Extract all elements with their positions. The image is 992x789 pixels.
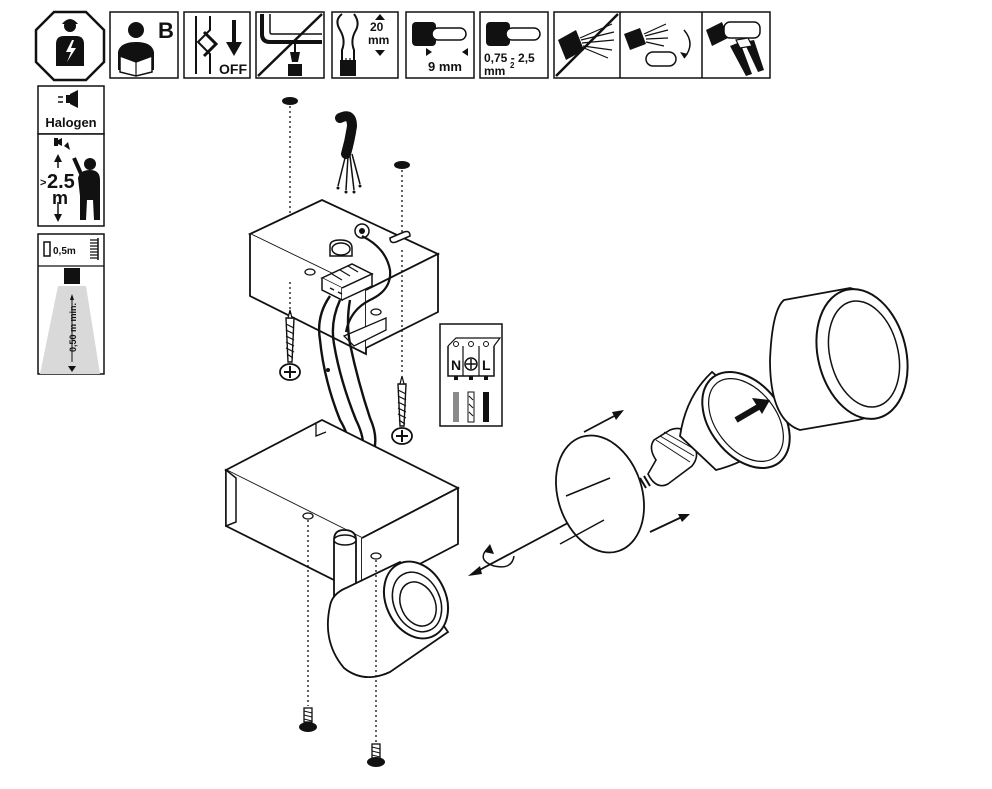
terminal-neutral-label: N [451, 357, 461, 373]
wire-section-exponent: 2 [510, 61, 515, 70]
mount-height-value: 2.5 [47, 171, 75, 193]
supply-cable [335, 111, 362, 194]
terminal-block [320, 263, 374, 302]
read-manual-icon: B [109, 11, 179, 79]
halogen-lamp-icon: Halogen [37, 85, 105, 135]
mount-height-unit: m [52, 188, 68, 208]
wire-section-unit: mm [484, 64, 505, 78]
min-distance-top-label: 0,5m [53, 246, 76, 257]
lamp-cover-ring [769, 287, 909, 431]
strip-length-top-unit: mm [368, 33, 389, 47]
ceiling-fixing-points [282, 97, 410, 242]
front-ring [555, 434, 645, 554]
direction-arrows [583, 410, 690, 533]
spotlight-head [327, 529, 450, 678]
terminal-live-label: L [482, 357, 491, 373]
terminal-detail-inset: N L [439, 323, 503, 427]
internal-wiring [317, 235, 392, 457]
earth-screw [354, 223, 370, 239]
wire-cross-section-icon: 0,75 - 2,5 mm 2 [479, 11, 549, 79]
min-distance-label: 0,50 m min. [68, 303, 78, 352]
ceiling-screw-right [391, 375, 413, 445]
lamp-base-box [224, 418, 460, 596]
wire-section-value: 0,75 - 2,5 [484, 51, 535, 65]
power-off-label: OFF [219, 61, 247, 77]
power-off-icon: OFF [183, 11, 251, 79]
lamp-type-label: Halogen [45, 115, 96, 130]
strip-length-top-value: 20 [370, 20, 384, 34]
wire-preparation-icon [553, 11, 771, 79]
strip-outer-sheath-icon: 20 mm [331, 11, 399, 79]
ceiling-screw-left [279, 309, 301, 381]
strip-length-label: 9 mm [428, 59, 462, 74]
mount-height-prefix: > [40, 177, 46, 189]
base-screws [299, 520, 385, 767]
qualified-electrician-icon [34, 10, 106, 82]
mounting-height-icon: > 2.5 m [37, 133, 105, 227]
no-drilling-over-cables-icon [255, 11, 325, 79]
minimum-distance-icon: 0,5m 0,50 m min. [37, 233, 105, 375]
strip-wire-9mm-icon: 9 mm [405, 11, 475, 79]
halogen-bulb [639, 370, 791, 489]
safety-class-label: B [158, 18, 174, 43]
